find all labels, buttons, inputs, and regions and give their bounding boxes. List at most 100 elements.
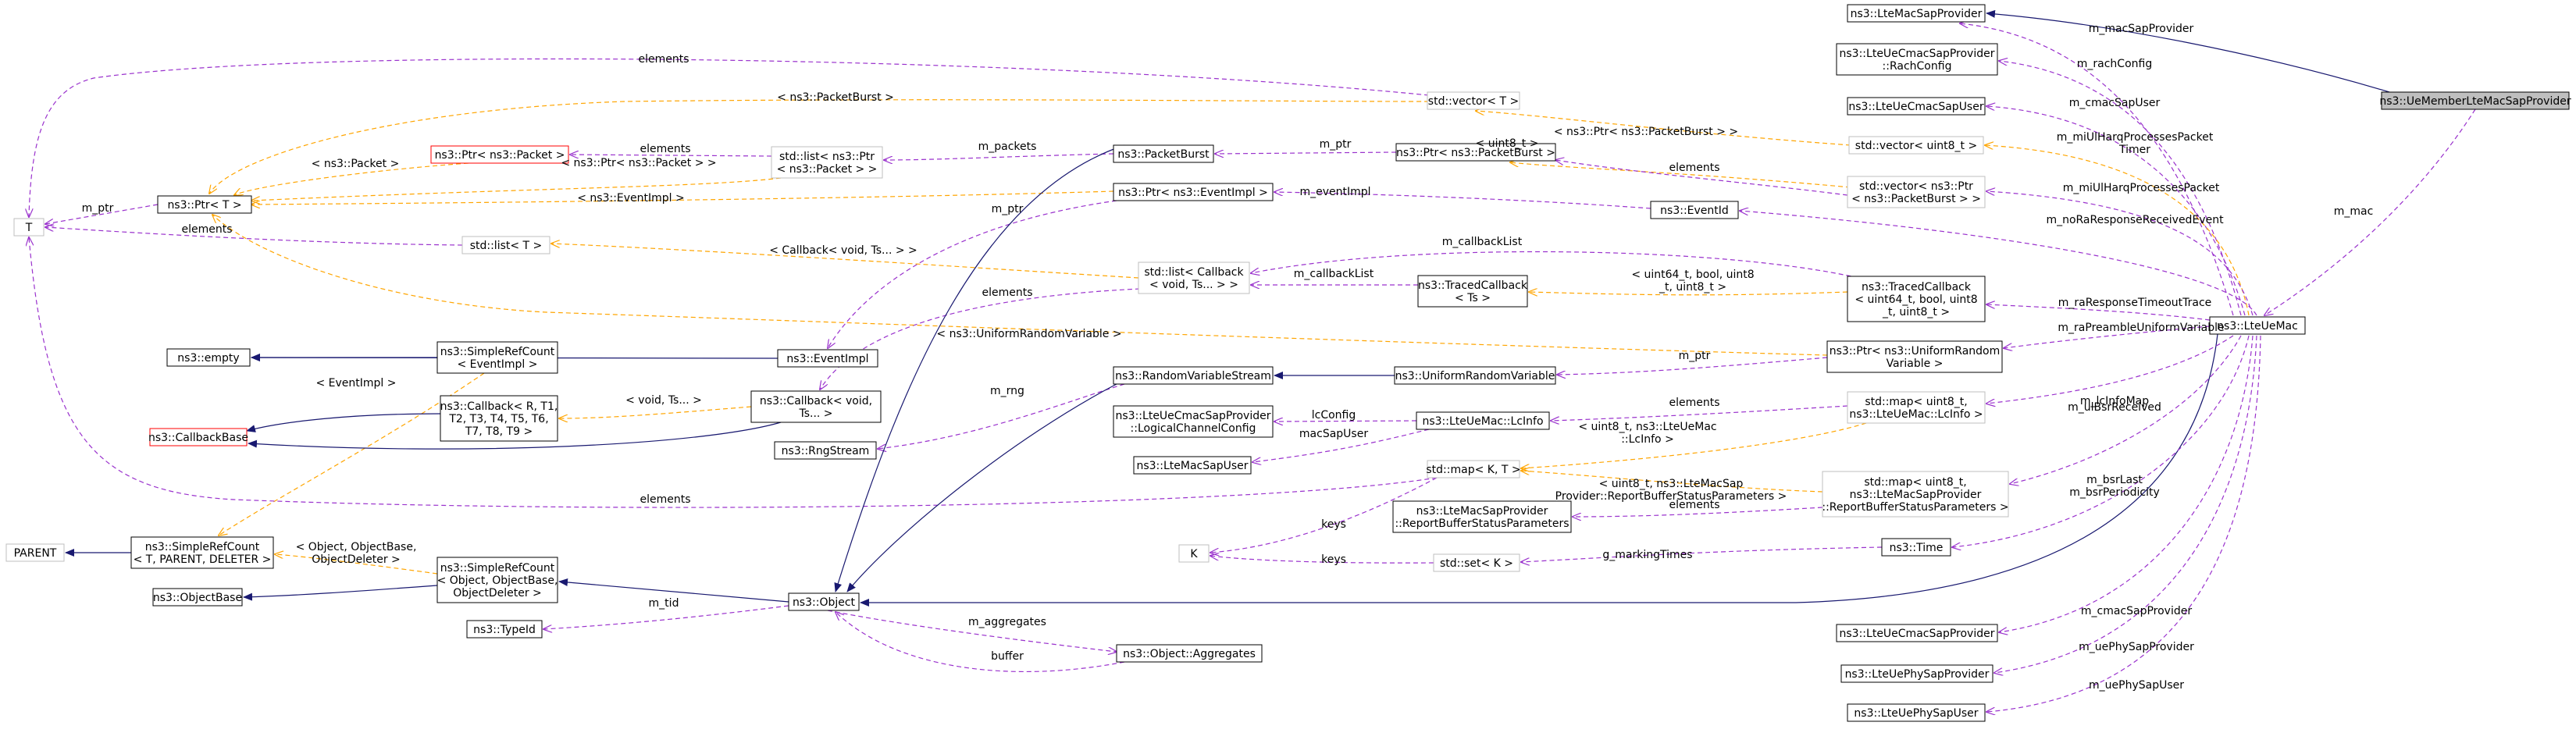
node-label: < T, PARENT, DELETER > <box>134 553 272 566</box>
node-label: ns3::LteUeCmacSapProvider <box>1116 410 1271 422</box>
class-node-ptreventimpl[interactable]: ns3::Ptr< ns3::EventImpl > <box>1113 183 1274 201</box>
class-node-lteuecmacsapuser[interactable]: ns3::LteUeCmacSapUser <box>1847 97 1986 116</box>
class-node-typeid[interactable]: ns3::TypeId <box>466 620 543 639</box>
class-node-mapk[interactable]: std::map< K, T > <box>1426 460 1521 479</box>
edge-label: < void, Ts... > <box>625 394 702 407</box>
node-label: ObjectDeleter > <box>453 587 542 599</box>
class-node-ptrt[interactable]: ns3::Ptr< T > <box>157 195 252 214</box>
class-node-vectort[interactable]: std::vector< T > <box>1427 91 1520 110</box>
class-node-rngstream[interactable]: ns3::RngStream <box>774 441 877 460</box>
node-label: ns3::LteMacSapProvider <box>1416 505 1548 518</box>
node-label: < EventImpl > <box>457 358 537 371</box>
class-node-uemember[interactable]: ns3::UeMemberLteMacSapProvider <box>2379 91 2571 110</box>
class-node-listt[interactable]: std::list< T > <box>461 236 550 254</box>
class-node-rachconfig[interactable]: ns3::LteUeCmacSapProvider::RachConfig <box>1836 43 1998 76</box>
class-node-srcobject[interactable]: ns3::SimpleRefCount< Object, ObjectBase,… <box>436 557 558 603</box>
template-edge <box>559 406 752 418</box>
edge-label: m_ptr <box>1320 138 1352 151</box>
edge-label: m_lcInfoMap <box>2080 395 2149 407</box>
class-node-maprbsp[interactable]: std::map< uint8_t,ns3::LteMacSapProvider… <box>1822 471 2009 518</box>
class-node-lcinfo[interactable]: ns3::LteUeMac::LcInfo <box>1416 411 1550 430</box>
class-node-callbackr[interactable]: ns3::Callback< R, T1,T2, T3, T4, T5, T6,… <box>440 395 558 442</box>
class-node-eventimpl[interactable]: ns3::EventImpl <box>777 349 878 368</box>
node-label: std::map< uint8_t, <box>1864 476 1966 489</box>
class-node-ptrpacket[interactable]: ns3::Ptr< ns3::Packet > <box>430 145 569 164</box>
template-edge <box>209 99 1430 194</box>
edge-label: m_cmacSapProvider <box>2081 605 2192 617</box>
class-node-aggregates[interactable]: ns3::Object::Aggregates <box>1116 644 1263 663</box>
class-node-vectoruint8[interactable]: std::vector< uint8_t > <box>1848 136 1984 155</box>
class-node-empty[interactable]: ns3::empty <box>166 348 251 367</box>
edge-label: elements <box>982 286 1032 299</box>
class-node-k[interactable]: K <box>1178 544 1210 563</box>
class-node-objectbase[interactable]: ns3::ObjectBase <box>152 588 243 607</box>
node-box <box>1113 144 1214 163</box>
usage-edge <box>1986 304 2211 321</box>
class-node-srctparent[interactable]: ns3::SimpleRefCount< T, PARENT, DELETER … <box>130 536 274 569</box>
class-node-rbsp[interactable]: ns3::LteMacSapProvider::ReportBufferStat… <box>1392 500 1572 533</box>
class-node-tracedcallback[interactable]: ns3::TracedCallback< uint64_t, bool, uin… <box>1847 276 1986 322</box>
edge-label: m_eventImpl <box>1299 186 1370 198</box>
node-box <box>149 428 248 446</box>
node-label: ns3::LteUeCmacSapProvider <box>1840 628 1995 640</box>
node-label: ns3::Ptr< ns3::UniformRandom <box>1830 345 2001 358</box>
node-label: ns3::Ptr< T > <box>167 199 241 212</box>
class-node-time[interactable]: ns3::Time <box>1881 538 1951 557</box>
class-node-ptruniformrandom[interactable]: ns3::Ptr< ns3::UniformRandomVariable > <box>1826 340 2003 373</box>
edge-label: lcConfig <box>1312 409 1356 422</box>
class-node-callbackvoid[interactable]: ns3::Callback< void,Ts... > <box>750 390 882 423</box>
usage-edge <box>1994 335 2257 673</box>
class-node-srceventimpl[interactable]: ns3::SimpleRefCount< EventImpl > <box>436 341 558 374</box>
node-label: ::ReportBufferStatusParameters <box>1395 518 1569 530</box>
class-node-packetburst[interactable]: ns3::PacketBurst <box>1113 144 1214 163</box>
class-node-eventid[interactable]: ns3::EventId <box>1650 201 1739 219</box>
template-edge <box>275 554 438 575</box>
template-edge <box>219 372 485 535</box>
class-node-maplcinfo[interactable]: std::map< uint8_t,ns3::LteUeMac::LcInfo … <box>1847 391 1986 424</box>
node-box <box>750 390 882 423</box>
node-label: ns3::LteMacSapUser <box>1136 460 1248 472</box>
node-box <box>1417 275 1528 308</box>
class-node-randomvariablestream[interactable]: ns3::RandomVariableStream <box>1113 366 1274 385</box>
usage-edge <box>1251 251 1859 279</box>
node-label: ::RachConfig <box>1883 60 1952 73</box>
edge-label: m_tid <box>649 597 679 610</box>
class-node-ptrpacketburst[interactable]: ns3::Ptr< ns3::PacketBurst > <box>1395 143 1556 162</box>
node-box <box>777 349 878 368</box>
class-node-ltemacsapuser[interactable]: ns3::LteMacSapUser <box>1133 456 1252 475</box>
class-node-callbackbase[interactable]: ns3::CallbackBase <box>148 428 248 446</box>
edge-label: Timer <box>2118 144 2150 156</box>
class-node-lteuephysapprovider[interactable]: ns3::LteUePhySapProvider <box>1840 664 1993 683</box>
class-node-lteuemac[interactable]: ns3::LteUeMac <box>2209 316 2306 335</box>
class-node-setk[interactable]: std::set< K > <box>1433 553 1520 572</box>
usage-edge <box>1952 335 2250 547</box>
node-box <box>1881 538 1951 557</box>
class-node-logicalchannelconfig[interactable]: ns3::LteUeCmacSapProvider::LogicalChanne… <box>1113 405 1274 438</box>
edge-label: < ns3::Ptr< ns3::Packet > > <box>561 157 716 169</box>
class-node-lteuecmacsapprovider[interactable]: ns3::LteUeCmacSapProvider <box>1836 624 1998 642</box>
template-edge <box>551 244 1139 279</box>
class-node-t[interactable]: T <box>13 218 45 237</box>
edge-label: m_miUlHarqProcessesPacket <box>2063 182 2220 194</box>
node-box <box>1395 143 1556 162</box>
edge-label: m_rachConfig <box>2077 58 2152 70</box>
node-label: ns3::Ptr< ns3::PacketBurst > <box>1396 147 1555 159</box>
class-node-object[interactable]: ns3::Object <box>788 592 860 611</box>
class-node-lteuephysapuser[interactable]: ns3::LteUePhySapUser <box>1847 703 1986 722</box>
node-label: ns3::RngStream <box>782 445 870 457</box>
node-label: ns3::LteMacSapProvider <box>1850 489 1982 501</box>
node-box <box>1840 664 1993 683</box>
class-node-tracedcallbackts[interactable]: ns3::TracedCallback< Ts > <box>1417 275 1528 308</box>
node-box <box>1847 703 1986 722</box>
class-node-uniformrandomvariable[interactable]: ns3::UniformRandomVariable <box>1394 366 1556 385</box>
node-label: ns3::EventImpl <box>786 353 868 365</box>
node-label: < ns3::Packet > > <box>777 163 878 176</box>
class-node-listptrpacket[interactable]: std::list< ns3::Ptr< ns3::Packet > > <box>771 146 883 179</box>
class-node-ltemacsapprovider[interactable]: ns3::LteMacSapProvider <box>1847 4 1986 23</box>
class-node-vectorptrpacketburst[interactable]: std::vector< ns3::Ptr< ns3::PacketBurst … <box>1847 176 1986 208</box>
class-node-parent[interactable]: PARENT <box>5 543 65 562</box>
node-label: std::list< T > <box>470 240 543 252</box>
node-label: ns3::LteUeMac::LcInfo <box>1422 415 1543 428</box>
class-node-listcallback[interactable]: std::list< Callback< void, Ts... > > <box>1138 261 1250 294</box>
